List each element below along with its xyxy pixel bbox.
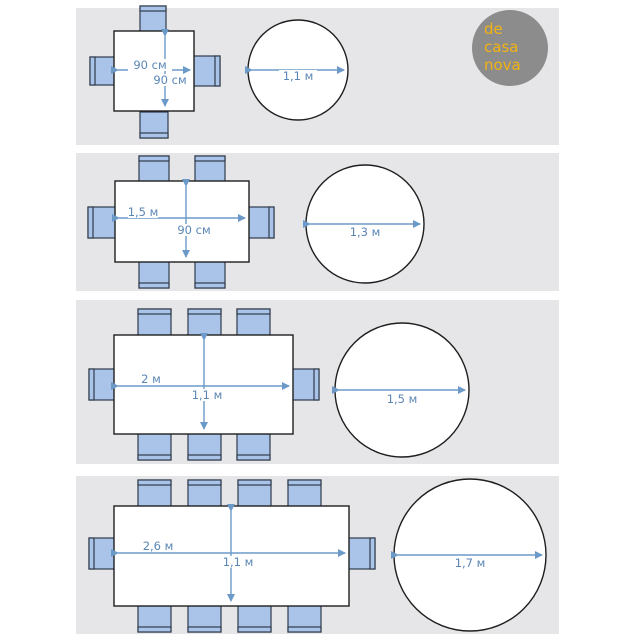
chair-top — [138, 155, 170, 184]
table-length-label: 1,5 м — [128, 205, 159, 219]
chair-top — [236, 308, 271, 337]
chair-right — [346, 537, 376, 570]
chair-bottom — [187, 432, 222, 461]
chair-right — [246, 206, 275, 239]
chair-bottom — [139, 111, 169, 139]
chair-right — [192, 55, 221, 87]
table-length-label: 2,6 м — [143, 539, 174, 553]
round-diameter-label: 1,3 м — [350, 225, 381, 239]
chair-left — [87, 206, 117, 239]
chair-left — [88, 537, 118, 570]
chair-top — [187, 308, 222, 337]
chair-bottom — [137, 432, 172, 461]
round-diameter-label: 1,7 м — [455, 556, 486, 570]
chair-top — [137, 479, 172, 508]
chair-left — [89, 56, 117, 86]
round-diameter-label: 1,1 м — [283, 69, 314, 83]
chair-bottom — [187, 604, 222, 633]
chair-top — [139, 5, 167, 34]
chair-right — [290, 368, 320, 401]
chair-bottom — [236, 432, 271, 461]
chair-top — [137, 308, 172, 337]
decasanova-logo: de casa nova — [472, 10, 548, 86]
table-width-label: 1,1 м — [223, 555, 254, 569]
chair-left — [88, 368, 118, 401]
logo-line-1: de — [484, 20, 503, 38]
layout-panel-3: 2 м 1,1 м 1,5 м — [76, 300, 559, 464]
layout-panel-2: 1,5 м 90 см 1,3 м — [76, 153, 559, 291]
chair-top — [194, 155, 226, 184]
chair-bottom — [194, 260, 226, 289]
logo-badge — [472, 10, 548, 86]
table-width-label: 1,1 м — [192, 388, 223, 402]
logo-line-2: casa — [484, 38, 518, 56]
chair-top — [237, 479, 272, 508]
table-width-label: 90 см — [153, 73, 186, 87]
table-length-label: 2 м — [141, 372, 161, 386]
chair-bottom — [237, 604, 272, 633]
round-diameter-label: 1,5 м — [387, 392, 418, 406]
chair-bottom — [287, 604, 322, 633]
rectangular-table — [114, 180, 250, 263]
chair-bottom — [137, 604, 172, 633]
layout-panel-4: 2,6 м 1,1 м 1,7 м — [76, 476, 559, 634]
table-length-label: 90 см — [133, 58, 166, 72]
chair-bottom — [138, 260, 170, 289]
logo-line-3: nova — [484, 56, 521, 74]
chair-top — [187, 479, 222, 508]
chair-top — [287, 479, 322, 508]
table-width-label: 90 см — [177, 223, 210, 237]
